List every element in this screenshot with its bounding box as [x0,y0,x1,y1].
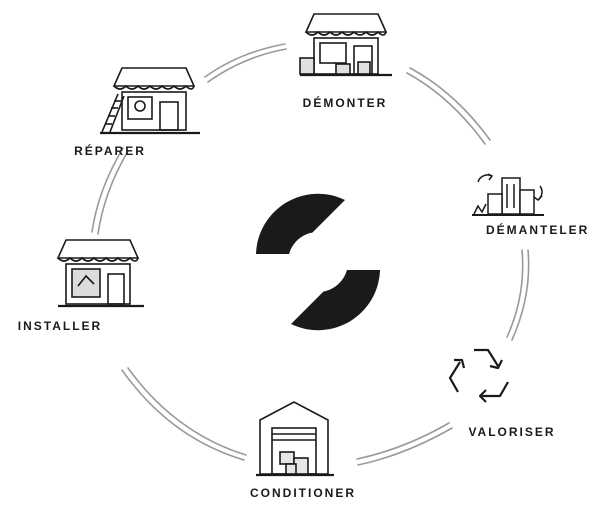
step-label-conditioner: CONDITIONER [250,486,356,500]
warehouse-icon [256,401,334,477]
arc-demonter-demanteler [409,67,491,141]
arc-installer-reparer [97,150,129,235]
step-label-reparer: RÉPARER [74,143,146,158]
arc-demonter-demanteler [406,72,486,145]
dismantle-buildings-icon [472,173,544,216]
step-label-installer: INSTALLER [18,319,102,333]
arc-conditioner-installer [127,367,247,456]
recycle-icon [448,348,509,403]
arc-reparer-demonter [207,48,287,83]
arc-conditioner-installer [121,369,245,461]
arc-reparer-demonter [204,43,286,78]
arc-valoriser-conditioner [356,422,450,460]
shop-ladder-icon [100,67,200,135]
cycle-ring [91,43,530,466]
circular-split-logo-icon [256,193,380,331]
arc-demanteler-valoriser [511,249,530,341]
arc-demanteler-valoriser [506,249,524,338]
step-label-demonter: DÉMONTER [303,95,388,110]
arc-valoriser-conditioner [357,427,453,466]
step-label-valoriser: VALORISER [468,425,555,439]
shop-boxes-icon [299,13,392,77]
shop-install-icon [56,239,144,308]
step-label-demanteler: DÉMANTELER [486,222,589,237]
arc-installer-reparer [91,147,124,233]
